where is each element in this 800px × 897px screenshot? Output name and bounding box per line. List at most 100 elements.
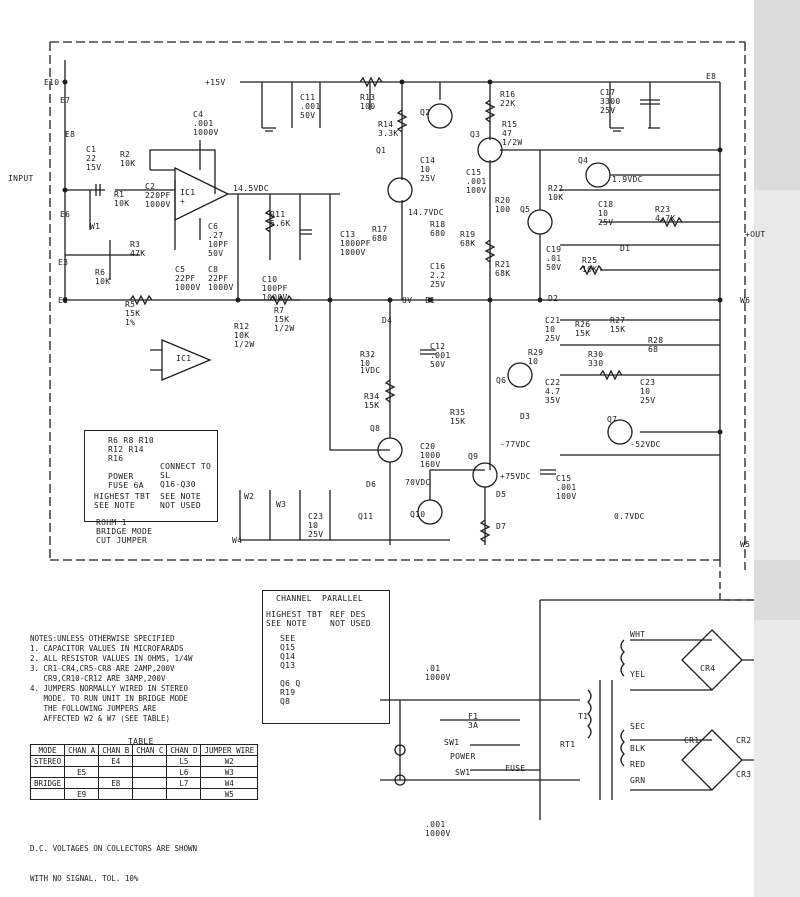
jumper-table: MODE CHAN A CHAN B CHAN C CHAN D JUMPER … — [29, 744, 259, 800]
label-q11: Q11 — [358, 512, 374, 521]
label-cr2: CR2 — [736, 736, 752, 745]
label-blk: BLK — [630, 744, 646, 753]
table-cell — [29, 788, 66, 800]
label-d1: D1 — [620, 244, 631, 253]
label-c4: C4 .001 1000V — [193, 110, 219, 137]
table-head-mode: MODE — [29, 744, 66, 756]
annotation-box-2-a: HIGHEST TBT SEE NOTE — [266, 610, 323, 628]
table-cell — [166, 788, 202, 800]
label-r17: R17 680 — [372, 225, 388, 243]
label-r1: R1 10K — [114, 190, 130, 208]
label-14-5vdc: 14.5VDC — [233, 184, 269, 193]
label-r28: R28 68 — [648, 336, 664, 354]
label-q8: Q8 — [370, 424, 381, 433]
label-sw1b: SW1 — [455, 768, 471, 777]
table-head-chan-c: CHAN C — [132, 744, 168, 756]
annotation-box-2 — [262, 590, 390, 724]
label-c13: C13 1000PF 1000V — [340, 230, 371, 257]
label-q2: Q2 — [420, 108, 431, 117]
label-q9: Q9 — [468, 452, 479, 461]
label-c10: C10 100PF 1000V — [262, 275, 288, 302]
label-r12: R12 10K 1/2W — [234, 322, 255, 349]
label-q10: Q10 — [410, 510, 426, 519]
label-c2: C2 220PF 1000V — [145, 182, 171, 209]
label-plus15v: +15V — [205, 78, 226, 87]
annotation-box-1-b: CONNECT TO SL Q16-Q30 — [160, 462, 212, 489]
note-2: 2. ALL RESISTOR VALUES IN OHMS, 1/4W — [30, 654, 193, 663]
label-sec: SEC — [630, 722, 646, 731]
label-c15: C15 .001 100V — [466, 168, 487, 195]
label-r19: R19 68K — [460, 230, 476, 248]
label-e7: E7 — [60, 96, 71, 105]
label-q7: Q7 — [607, 415, 618, 424]
table-cell — [98, 788, 134, 800]
label-c23: C23 10 25V — [640, 378, 656, 405]
note-8: AFFECTED W2 & W7 (SEE TABLE) — [30, 714, 170, 723]
label-r30: R30 330 — [588, 350, 604, 368]
label-c5: C5 22PF 1000V — [175, 265, 201, 292]
label-e6: E6 — [60, 210, 71, 219]
opamp-ic1b — [161, 339, 212, 381]
label-r23: R23 4.7K — [655, 205, 676, 223]
label-r13: R13 100 — [360, 93, 376, 111]
table-title: TABLE — [128, 737, 154, 746]
label-c18: C18 10 25V — [598, 200, 614, 227]
table-head-chan-a: CHAN A — [64, 744, 100, 756]
annotation-box-1 — [84, 430, 218, 522]
table-cell-w4: W4 — [200, 777, 259, 789]
table-cell — [29, 766, 66, 778]
label-r11: R11 5.6K — [270, 210, 291, 228]
label-ic1: IC1 + — [180, 188, 196, 206]
table-cell-e5: E5 — [64, 766, 100, 778]
label-r5: R5 15K 1% — [125, 300, 141, 327]
label-w4: W4 — [232, 536, 243, 545]
label-yel: YEL — [630, 670, 646, 679]
label-r27: R27 15K — [610, 316, 626, 334]
label-r35: R35 15K — [450, 408, 466, 426]
label-14-7vdc: 14.7VDC — [408, 208, 444, 217]
table-cell-l5: L5 — [166, 755, 202, 767]
note-5: 4. JUMPERS NORMALLY WIRED IN STEREO — [30, 684, 189, 693]
label-c22: C22 4.7 35V — [545, 378, 561, 405]
label-red: RED — [630, 760, 646, 769]
table-cell-stereo: STEREO — [29, 755, 66, 767]
label-w6: W6 — [740, 296, 751, 305]
label-c23-b: C23 10 25V — [308, 512, 324, 539]
label-cr1: CR1 — [684, 736, 700, 745]
label-r2: R2 10K — [120, 150, 136, 168]
label-v-77vdc: -77VDC — [500, 440, 531, 449]
label-c21: C21 10 25V — [545, 316, 561, 343]
label-grn: GRN — [630, 776, 646, 785]
label-v0: 0V — [402, 296, 413, 305]
annotation-box-2-title: CHANNEL PARALLEL — [276, 594, 363, 603]
note-4: CR9,CR10-CR12 ARE 3AMP,200V — [30, 674, 166, 683]
label-w1: W1 — [90, 222, 101, 231]
label-q1: Q1 — [376, 146, 387, 155]
label-c1: C1 22 15V — [86, 145, 102, 172]
label-c17: C17 3300 25V — [600, 88, 621, 115]
table-cell — [64, 755, 100, 767]
table-cell-e9: E9 — [64, 788, 100, 800]
annotation-box-1-d: SEE NOTE NOT USED — [160, 492, 201, 510]
label-power: POWER — [450, 752, 476, 761]
note-1: 1. CAPACITOR VALUES IN MICROFARADS — [30, 644, 184, 653]
page-edge-shading — [754, 0, 800, 897]
table-head-chan-b: CHAN B — [98, 744, 134, 756]
label-e3: E3 — [58, 258, 69, 267]
label-q3: Q3 — [470, 130, 481, 139]
label-r25: R25 10K — [582, 256, 598, 274]
note-3: 3. CR1-CR4,CR5-CR8 ARE 2AMP,200V — [30, 664, 175, 673]
table-head-jumper: JUMPER WIRE — [200, 744, 259, 756]
table-cell — [98, 766, 134, 778]
label-rt1: RT1 — [560, 740, 576, 749]
annotation-box-1-text: R6 R8 R10 R12 R14 R16 POWER FUSE 6A — [108, 436, 155, 490]
label-r26: R26 15K — [575, 320, 591, 338]
label-d6: D6 — [366, 480, 377, 489]
label-v-75vdc: +75VDC — [500, 472, 531, 481]
label-d4: D4 — [382, 316, 393, 325]
table-cell-e8: E8 — [98, 777, 134, 789]
table-cell-bridge: BRIDGE — [29, 777, 66, 789]
label-d7: D7 — [496, 522, 507, 531]
label-c-ac: .001 1000V — [425, 820, 451, 838]
label-c11: C11 .001 50V — [300, 93, 321, 120]
